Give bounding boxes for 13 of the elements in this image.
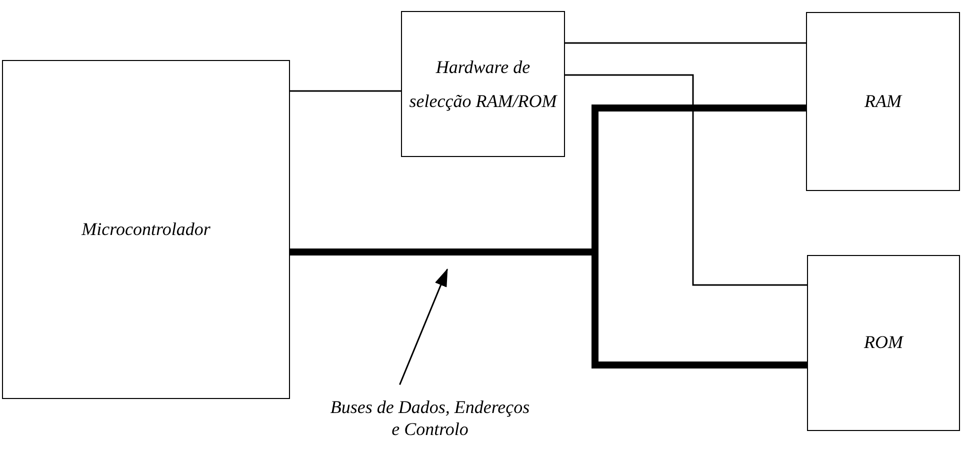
leader-arrow [399, 268, 448, 385]
annotation-text: Buses de Dados, Endereços e Controlo [330, 396, 530, 440]
signal-line [564, 74, 808, 286]
box-label: Hardware de selecção RAM/ROM [408, 56, 558, 113]
microcontroller-box [2, 60, 290, 399]
signal-line [289, 90, 402, 92]
selection-hardware-box [401, 11, 565, 157]
signal-line [564, 42, 807, 44]
ram-box [806, 12, 960, 191]
box-label: Microcontrolador [82, 218, 210, 241]
box-label: RAM [864, 90, 902, 113]
box-label: ROM [864, 331, 903, 354]
rom-box [807, 255, 960, 431]
